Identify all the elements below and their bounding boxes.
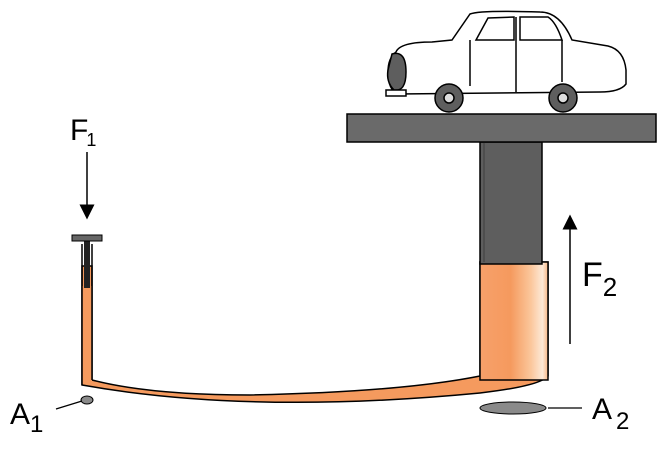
label-a1: A1 [10,398,43,437]
small-cylinder-fluid [82,286,92,384]
a2-area-marker [479,401,547,415]
connecting-tube [81,261,549,404]
label-a1-sub: 1 [30,411,44,438]
car-icon [385,10,627,113]
label-a2-sub: 2 [616,408,630,435]
large-piston [479,141,543,265]
label-a2-main: A [592,393,613,426]
a1-pointer [55,400,83,410]
large-cylinder-fluid [479,261,549,381]
small-piston-rod [84,240,90,288]
label-f1-sub: 1 [86,130,97,150]
label-f2-sub: 2 [602,272,618,302]
label-f1: F1 [70,114,98,150]
lift-platform [346,113,657,143]
label-f2: F2 [582,256,617,300]
label-a1-main: A [10,398,31,431]
label-f1-main: F [70,114,89,147]
label-f2-main: F [582,256,603,294]
a1-area-marker [80,395,94,405]
small-piston-cap [71,234,103,242]
